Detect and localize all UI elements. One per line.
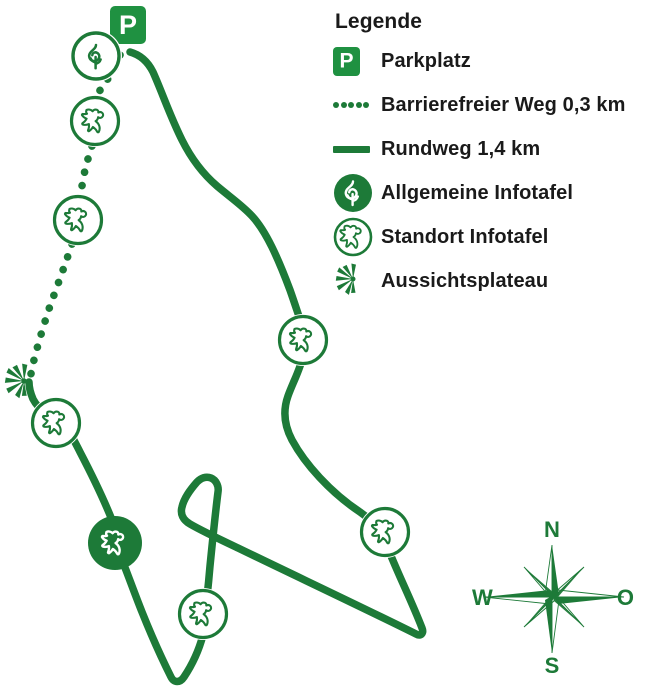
aussichtsplateau-icon <box>333 259 381 303</box>
legend-item-allgemeine-infotafel: Allgemeine Infotafel <box>333 171 651 215</box>
legend-item-barrierefreier-weg: Barrierefreier Weg 0,3 km <box>333 83 651 127</box>
dotted-line-icon <box>333 83 381 127</box>
legend-item-parkplatz-label: Parkplatz <box>381 49 471 72</box>
legend-item-standort-infotafel: Standort Infotafel <box>333 215 651 259</box>
standort-infotafel-marker-5[interactable] <box>177 588 229 640</box>
legend: Legende P Parkplatz Barrierefreier Weg 0… <box>333 0 651 303</box>
parkplatz-icon-label: P <box>339 49 354 73</box>
legend-item-standort-infotafel-label: Standort Infotafel <box>381 225 549 248</box>
parkplatz-icon: P <box>333 39 381 83</box>
allgemeine-infotafel-icon <box>333 171 381 215</box>
compass-label-west: W <box>472 585 493 610</box>
compass-minor-points <box>523 566 585 628</box>
legend-item-rundweg-label: Rundweg 1,4 km <box>381 137 541 160</box>
compass-label-east: O <box>617 585 634 610</box>
standort-infotafel-marker-1[interactable] <box>69 95 121 147</box>
solid-line-icon <box>333 127 381 171</box>
compass-label-south: S <box>545 653 560 678</box>
standort-infotafel-marker-7[interactable] <box>359 506 411 558</box>
allgemeine-infotafel-marker[interactable] <box>70 30 122 82</box>
parkplatz-marker[interactable]: P <box>110 6 146 44</box>
legend-item-allgemeine-infotafel-label: Allgemeine Infotafel <box>381 181 574 204</box>
standort-infotafel-marker-3[interactable] <box>30 397 82 449</box>
standort-infotafel-marker-6[interactable] <box>277 314 329 366</box>
parkplatz-marker-label: P <box>119 10 137 40</box>
standort-infotafel-marker-4[interactable] <box>88 516 142 570</box>
compass-rose: N W O S <box>462 505 642 685</box>
trail-map: P <box>4 6 427 686</box>
legend-title: Legende <box>335 10 423 33</box>
legend-item-aussichtsplateau-label: Aussichtsplateau <box>381 269 549 292</box>
rundweg-trail-path <box>25 48 427 686</box>
legend-item-parkplatz: P Parkplatz <box>333 39 651 83</box>
compass-label-north: N <box>544 517 560 542</box>
standort-infotafel-marker-2[interactable] <box>52 194 104 246</box>
legend-item-rundweg: Rundweg 1,4 km <box>333 127 651 171</box>
compass-major-points <box>483 544 625 654</box>
legend-item-barrierefreier-weg-label: Barrierefreier Weg 0,3 km <box>381 93 626 116</box>
legend-item-aussichtsplateau: Aussichtsplateau <box>333 259 651 303</box>
standort-infotafel-icon <box>333 215 381 259</box>
aussichtsplateau-marker[interactable] <box>4 363 28 399</box>
